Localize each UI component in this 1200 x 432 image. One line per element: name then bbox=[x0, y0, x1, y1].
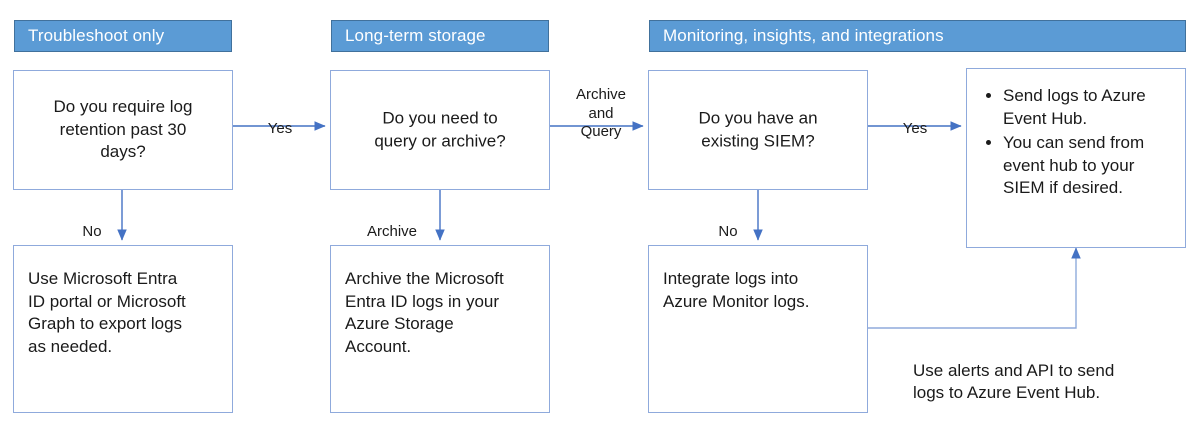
edge-label-archive: Archive bbox=[357, 205, 427, 242]
node-answer-integrate-azure-monitor[interactable]: Integrate logs into Azure Monitor logs. bbox=[648, 245, 868, 413]
node-label: Do you require log retention past 30 day… bbox=[53, 97, 193, 162]
edge-label-archive-and-query: Archive and Query bbox=[566, 68, 636, 141]
node-answer-use-entra-portal[interactable]: Use Microsoft Entra ID portal or Microso… bbox=[13, 245, 233, 413]
section-header-label: Long-term storage bbox=[345, 26, 486, 45]
edge-label-text: Archive and Query bbox=[575, 86, 627, 140]
annotation-text: Use alerts and API to send logs to Azure… bbox=[913, 360, 1115, 403]
annotation-alerts-api: Use alerts and API to send logs to Azure… bbox=[913, 337, 1193, 405]
edge-label-text: No bbox=[718, 223, 738, 241]
edge-label-text: Yes bbox=[902, 120, 928, 138]
node-label: Integrate logs into Azure Monitor logs. bbox=[663, 269, 810, 311]
edge-label-yes-siem: Yes bbox=[893, 102, 937, 139]
node-label: Do you need to query or archive? bbox=[374, 108, 506, 150]
node-question-query-or-archive[interactable]: Do you need to query or archive? bbox=[330, 70, 550, 190]
section-header-label: Monitoring, insights, and integrations bbox=[663, 26, 944, 45]
node-label: Do you have an existing SIEM? bbox=[698, 108, 818, 150]
edge-label-text: Yes bbox=[267, 120, 293, 138]
section-header-long-term-storage: Long-term storage bbox=[331, 20, 549, 52]
edge-label-yes-retention: Yes bbox=[258, 102, 302, 139]
node-answer-event-hub[interactable]: Send logs to Azure Event Hub. You can se… bbox=[966, 68, 1186, 248]
event-hub-bullet-list: Send logs to Azure Event Hub. You can se… bbox=[981, 85, 1175, 202]
section-header-label: Troubleshoot only bbox=[28, 26, 165, 45]
list-item: You can send from event hub to your SIEM… bbox=[1003, 132, 1175, 200]
edge-label-no-retention: No bbox=[72, 205, 112, 242]
section-header-troubleshoot-only: Troubleshoot only bbox=[14, 20, 232, 52]
edge-label-no-siem: No bbox=[708, 205, 748, 242]
node-label: Use Microsoft Entra ID portal or Microso… bbox=[28, 269, 186, 356]
edge-label-text: Archive bbox=[366, 223, 418, 241]
edge-label-text: No bbox=[82, 223, 102, 241]
node-question-existing-siem[interactable]: Do you have an existing SIEM? bbox=[648, 70, 868, 190]
node-label: Archive the Microsoft Entra ID logs in y… bbox=[345, 269, 504, 356]
node-answer-archive-logs[interactable]: Archive the Microsoft Entra ID logs in y… bbox=[330, 245, 550, 413]
connector-monitor-to-eventhub bbox=[868, 247, 1081, 329]
node-question-log-retention[interactable]: Do you require log retention past 30 day… bbox=[13, 70, 233, 190]
section-header-monitoring-insights-integrations: Monitoring, insights, and integrations bbox=[649, 20, 1186, 52]
list-item: Send logs to Azure Event Hub. bbox=[1003, 85, 1175, 130]
